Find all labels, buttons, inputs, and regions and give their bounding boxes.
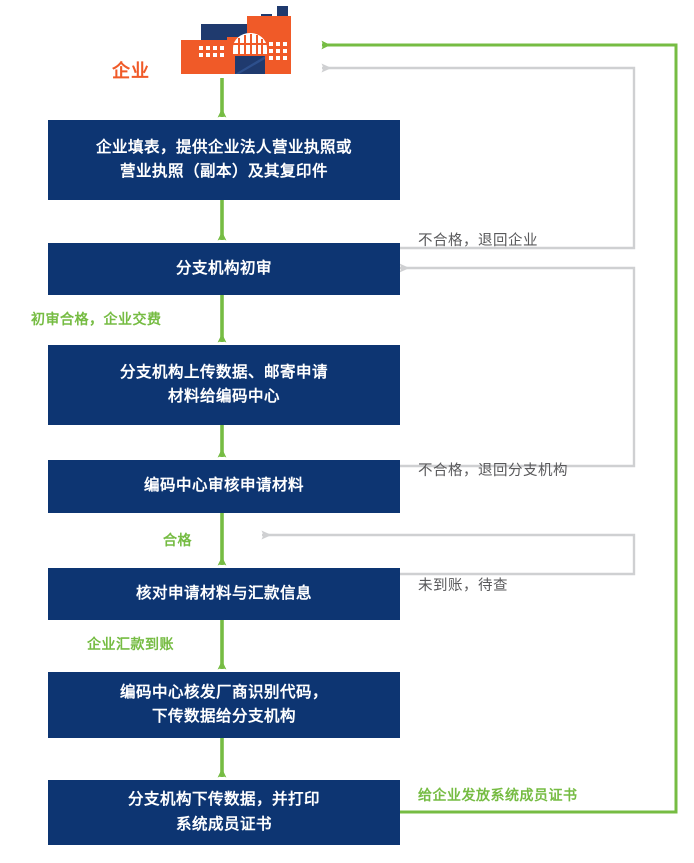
process-box-step7-line1: 分支机构下传数据，并打印 (127, 791, 320, 809)
flow-label-合格: 合格 (163, 532, 192, 548)
flow-label-企业汇款到账: 企业汇款到账 (87, 636, 174, 652)
process-box-step1-line1: 企业填表，提供企业法人营业执照或 (95, 138, 352, 156)
return-label-未到账待查: 未到账，待查 (418, 578, 508, 594)
process-box-step2-line1: 分支机构初审 (175, 259, 272, 277)
process-box-step4[interactable]: 编码中心审核申请材料 (48, 460, 400, 513)
process-box-step6-line2: 下传数据给分支机构 (151, 708, 296, 725)
process-box-step7-line2: 系统成员证书 (175, 815, 272, 833)
process-box-step2[interactable]: 分支机构初审 (48, 243, 400, 295)
process-box-step6-line1: 编码中心核发厂商识别代码， (119, 683, 328, 701)
return-label-不合格退回分支机构: 不合格，退回分支机构 (418, 463, 568, 479)
process-box-step3-line2: 材料给编码中心 (167, 388, 280, 405)
process-box-step7[interactable]: 分支机构下传数据，并打印 系统成员证书 (48, 780, 400, 845)
process-box-step3-line1: 分支机构上传数据、邮寄申请 (119, 363, 328, 381)
process-box-step3[interactable]: 分支机构上传数据、邮寄申请 材料给编码中心 (48, 345, 400, 425)
flow-label-初审合格: 初审合格，企业交费 (31, 311, 162, 327)
gray-return-path-2 (399, 263, 636, 468)
process-box-step4-line1: 编码中心审核申请材料 (143, 477, 304, 495)
flow-label-发放证书: 给企业发放系统成员证书 (418, 787, 578, 803)
process-box-step1[interactable]: 企业填表，提供企业法人营业执照或 营业执照（副本）及其复印件 (48, 120, 400, 200)
return-label-不合格退回企业: 不合格，退回企业 (418, 233, 538, 249)
factory-icon (181, 6, 291, 74)
process-box-step5-line1: 核对申请材料与汇款信息 (135, 584, 312, 602)
actor-label-enterprise: 企业 (112, 61, 150, 81)
process-box-step6[interactable]: 编码中心核发厂商识别代码， 下传数据给分支机构 (48, 672, 400, 738)
process-box-step1-line2: 营业执照（副本）及其复印件 (119, 163, 328, 180)
process-box-step5[interactable]: 核对申请材料与汇款信息 (48, 568, 400, 620)
